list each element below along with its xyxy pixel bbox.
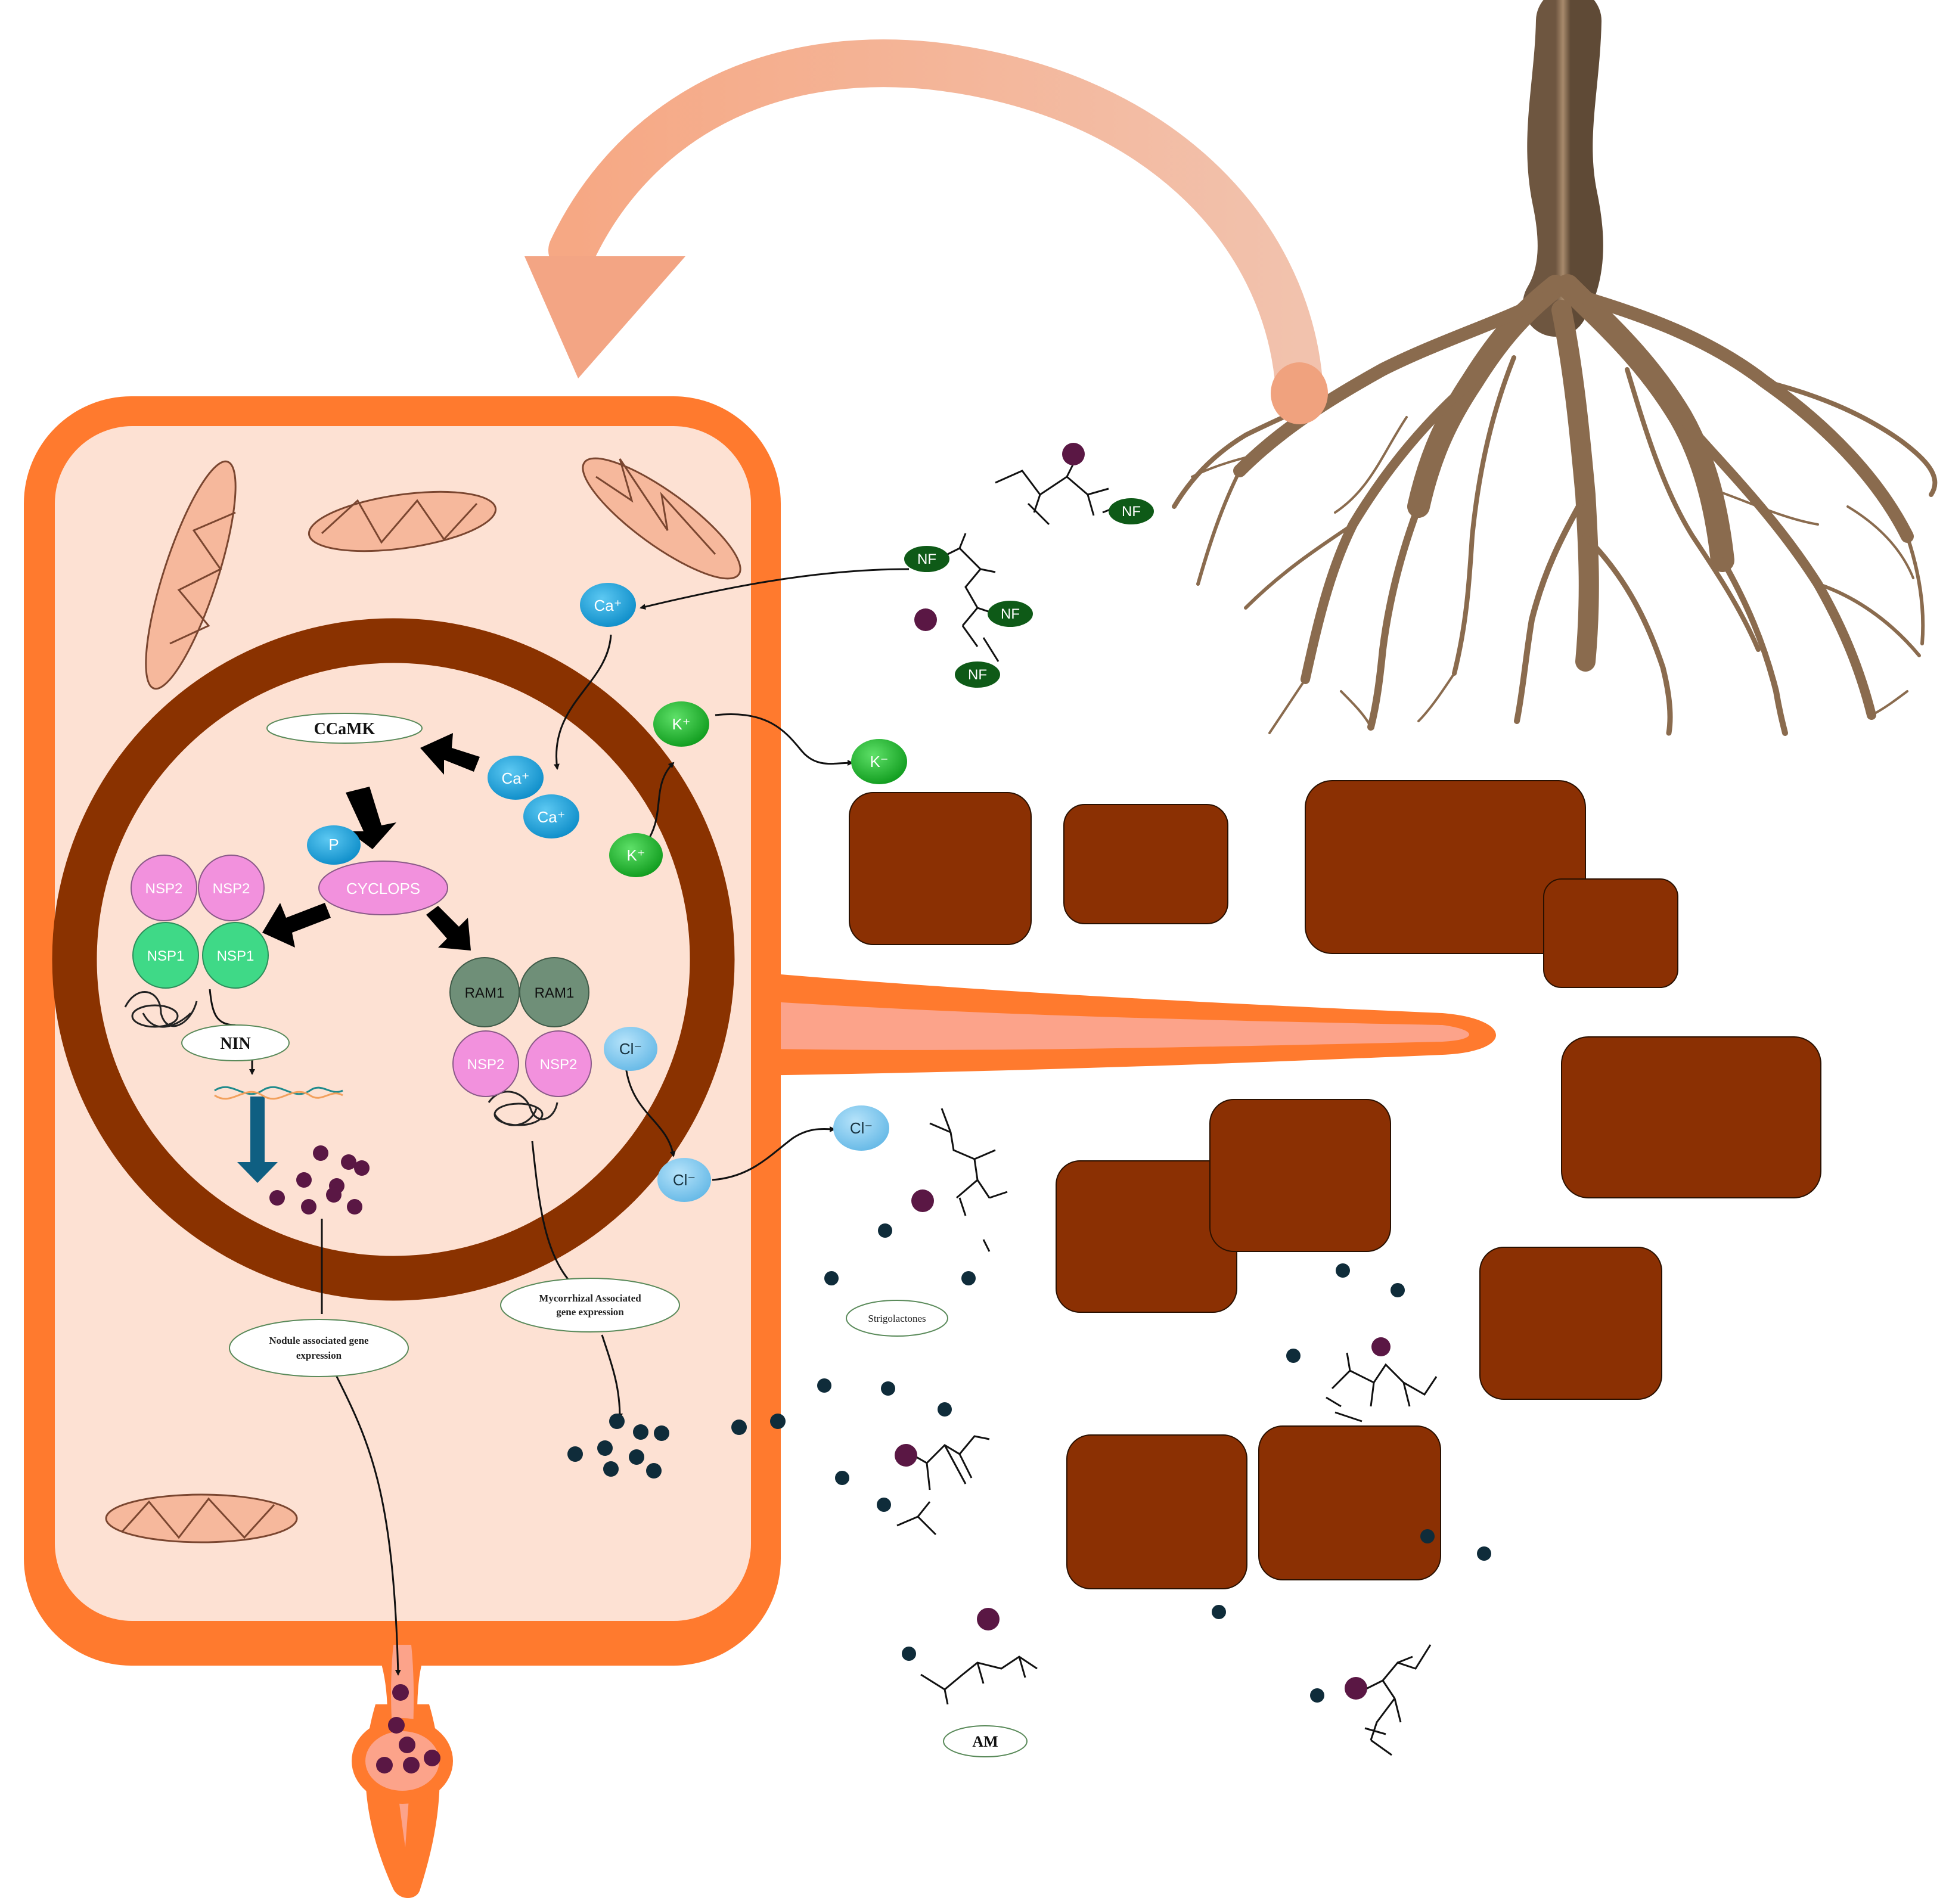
nsp1-protein [132,922,269,989]
ca-ion [523,794,579,838]
ram1-label: RAM1 [465,985,505,1001]
nod-factor-molecule-icon [941,459,1118,662]
soil-particle [1258,1425,1441,1580]
k-ion-out-label: K⁻ [870,753,888,771]
strigolactone-molecule-icon [896,1108,1438,1756]
nf-tag [988,601,1033,627]
strigolactones-bubble [846,1300,948,1337]
myc-expression-bubble [500,1278,680,1333]
am-label: AM [972,1733,998,1750]
nsp1-label: NSP1 [147,948,185,964]
root-hair [745,971,1496,1076]
myc-expression-label: Mycorrhizal Associated [539,1293,641,1304]
ca-ion [580,583,636,627]
myc-expression-label: gene expression [556,1306,624,1318]
nsp2-label: NSP2 [213,881,250,897]
cyclops-protein [318,861,448,915]
plant-root-icon [1172,0,1938,736]
nodule-expression-label: expression [296,1350,342,1361]
k-ion [653,701,709,747]
k-ion [609,833,663,877]
nf-tag [904,546,949,572]
nodule-expression-label: Nodule associated gene [269,1335,369,1346]
k-ion-label: K⁺ [626,846,645,864]
nucleus-envelope [52,618,735,1301]
nf-label: NF [1001,606,1020,622]
nsp2-label: NSP2 [540,1057,578,1073]
ca-ion [488,756,544,800]
soil-particle [1209,1099,1391,1252]
k-ion-label: K⁺ [672,715,690,733]
ca-ion-label: Ca⁺ [502,769,530,787]
nsp2-label: NSP2 [145,881,183,897]
molecule-head-dots [895,443,1391,1700]
nin-label: NIN [220,1035,250,1053]
phosphate-bubble [307,825,361,865]
ca-ion-label: Ca⁺ [594,597,622,614]
ram1-protein [449,957,589,1027]
ccamk-label: CCaMK [314,720,375,738]
am-signal-dots [567,1223,1491,1703]
nf-tag [1109,498,1154,524]
cyclops-label: CYCLOPS [346,880,420,897]
nodule-expression-bubble [229,1319,409,1377]
phosphate-label: P [328,835,339,853]
soil-particle [849,792,1032,945]
nsp1-label: NSP1 [217,948,254,964]
soil-particle [1479,1247,1662,1400]
cl-ion-label: Cl⁻ [619,1040,642,1058]
mitochondrion-icon [105,457,741,1543]
cl-ion [833,1105,889,1151]
soil-particle [1066,1434,1247,1589]
soil-particle [1543,878,1678,988]
nf-label: NF [917,551,936,567]
nf-label: NF [968,667,987,683]
nodulation-signal-dots [269,1145,440,1773]
soil-particle [1305,780,1586,954]
strigolactones-label: Strigolactones [868,1313,926,1324]
nin-bubble [181,1024,290,1061]
ccamk-bubble [266,713,423,744]
cl-ion-label: Cl⁻ [673,1171,696,1189]
am-bubble [943,1725,1028,1757]
soil-particle [1561,1036,1821,1198]
nsp2-label: NSP2 [467,1057,505,1073]
nf-tag [955,661,1000,688]
ca-ion-label: Ca⁺ [538,808,566,826]
soil-particle [1063,804,1228,924]
cl-ion [604,1027,657,1071]
cl-ion [657,1158,711,1202]
cl-ion-label: Cl⁻ [850,1119,873,1137]
soil-particles [849,780,1821,1589]
curved-arrow-icon [524,39,1328,424]
ram1-label: RAM1 [535,985,575,1001]
nf-label: NF [1122,504,1141,520]
k-ion [851,739,907,784]
nsp2-protein [131,855,592,1097]
